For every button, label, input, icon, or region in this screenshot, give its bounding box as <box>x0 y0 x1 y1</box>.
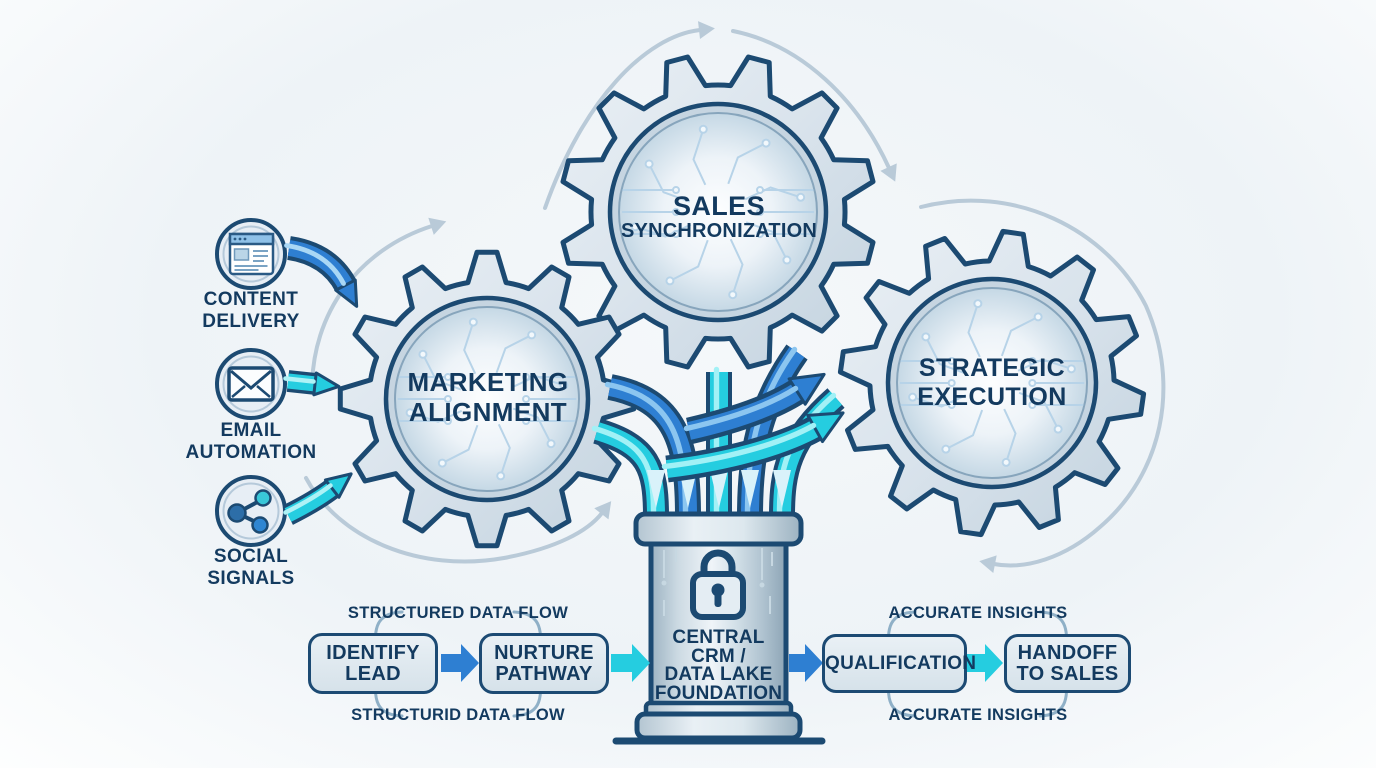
gear-label-line: EXECUTION <box>917 383 1067 411</box>
flow-box-qualification: QUALIFICATION <box>822 634 977 693</box>
input-label-line: SOCIAL <box>213 546 289 567</box>
gear-label-sales-synchronization: SALES SYNCHRONIZATION <box>588 192 850 243</box>
annotation-structured-data-flow-top: STRUCTURED DATA FLOW <box>347 604 569 622</box>
input-label-social-signals: SOCIAL SIGNALS <box>171 546 331 590</box>
annotation-accurate-insights-bottom: ACCURATE INSIGHTS <box>888 706 1068 724</box>
gear-label-strategic-execution: STRATEGIC EXECUTION <box>861 354 1123 412</box>
flow-box-line: PATHWAY <box>495 662 593 685</box>
share-icon <box>227 489 272 534</box>
input-label-line: DELIVERY <box>202 311 300 332</box>
flow-box-handoff-to-sales: HANDOFF TO SALES <box>1004 634 1131 693</box>
flow-arrows <box>441 644 1003 682</box>
flow-box-line: IDENTIFY <box>326 641 420 664</box>
lock-icon <box>690 549 746 620</box>
gear-strategic-execution <box>837 228 1147 538</box>
foundation-label: CENTRAL CRM / DATA LAKE FOUNDATION <box>646 627 791 704</box>
flow-box-line: HANDOFF <box>1017 641 1118 664</box>
foundation-label-line: CRM / <box>691 645 746 667</box>
annotation-accurate-insights-top: ACCURATE INSIGHTS <box>888 604 1068 622</box>
foundation-label-line: FOUNDATION <box>654 682 783 704</box>
input-label-email-automation: EMAIL AUTOMATION <box>171 420 331 464</box>
foundation-label-line: DATA LAKE <box>664 664 773 685</box>
gear-marketing-alignment <box>337 249 637 549</box>
browser-icon <box>228 232 275 276</box>
input-label-line: SIGNALS <box>207 568 295 589</box>
gear-label-line: MARKETING <box>407 367 569 397</box>
flow-box-line: NURTURE <box>494 641 594 664</box>
foundation-label-line: CENTRAL <box>672 627 765 648</box>
envelope-icon <box>227 366 275 402</box>
gear-label-marketing-alignment: MARKETING ALIGNMENT <box>357 367 619 427</box>
flow-box-nurture-pathway: NURTURE PATHWAY <box>479 633 609 694</box>
input-icons <box>215 218 287 547</box>
flow-box-line: LEAD <box>345 662 401 685</box>
input-label-line: AUTOMATION <box>185 442 317 463</box>
input-label-line: CONTENT <box>203 289 299 310</box>
flow-box-line: QUALIFICATION <box>825 653 977 674</box>
input-label-content-delivery: CONTENT DELIVERY <box>171 289 331 333</box>
gear-label-line: ALIGNMENT <box>408 397 568 427</box>
gear-label-line: SALES <box>672 191 766 221</box>
output-arrows <box>661 372 845 483</box>
flow-box-identify-lead: IDENTIFY LEAD <box>308 633 438 694</box>
input-arrows <box>283 236 359 525</box>
gear-label-line: STRATEGIC <box>918 354 1066 382</box>
annotation-structured-data-flow-bottom: STRUCTURID DATA FLOW <box>351 706 565 724</box>
input-label-line: EMAIL <box>220 420 282 441</box>
central-crm-cylinder <box>612 511 826 745</box>
gear-label-line: SYNCHRONIZATION <box>621 220 817 242</box>
gear-sales-synchronization <box>560 54 876 370</box>
flow-box-line: TO SALES <box>1016 662 1119 685</box>
